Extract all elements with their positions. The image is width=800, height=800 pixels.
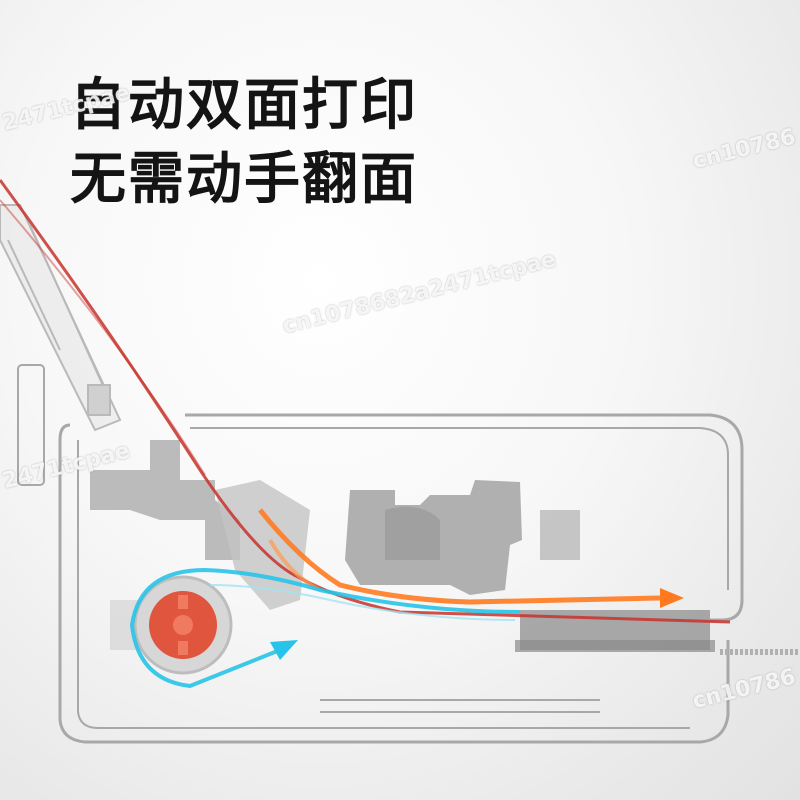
return-arrow-icon — [270, 640, 298, 660]
printer-body — [17, 364, 744, 744]
return-path — [129, 567, 521, 689]
headline-line-1: 自动双面打印 — [70, 73, 418, 138]
feed-roller-icon — [133, 575, 233, 675]
path-arrow-icon — [660, 588, 684, 608]
headline-line-2: 无需动手翻面 — [70, 147, 418, 212]
duplex-path — [258, 508, 661, 605]
